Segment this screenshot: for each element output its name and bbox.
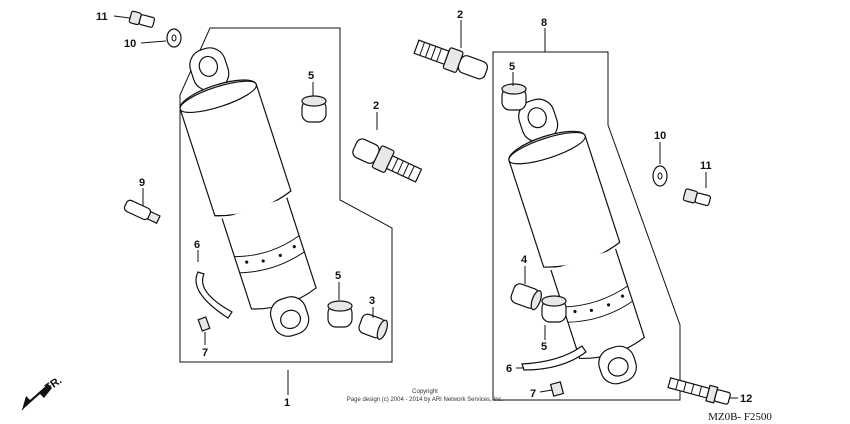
callout-2-right: 2 bbox=[457, 9, 463, 21]
pin-9 bbox=[123, 199, 161, 225]
bushing-5-right-lower bbox=[541, 295, 567, 323]
washer-10-right bbox=[652, 165, 668, 187]
callout-10-left: 10 bbox=[124, 38, 136, 50]
bushing-5-left-upper bbox=[301, 95, 327, 123]
callout-5-left-lower: 5 bbox=[335, 270, 341, 282]
left-shock-absorber bbox=[179, 47, 317, 337]
callout-10-right: 10 bbox=[654, 130, 666, 142]
bushing-5-left-lower bbox=[327, 300, 353, 328]
bolt-11-left bbox=[128, 10, 156, 28]
callout-6-right: 6 bbox=[506, 363, 512, 375]
stud-2-left bbox=[352, 138, 423, 183]
collar-4 bbox=[510, 283, 542, 311]
right-shock-absorber bbox=[508, 98, 646, 385]
bushing-5-right-upper bbox=[501, 83, 527, 111]
stud-2-right bbox=[413, 39, 489, 80]
leader-lines bbox=[113, 15, 738, 399]
callout-12: 12 bbox=[740, 393, 752, 405]
left-group-outline bbox=[179, 27, 393, 363]
callout-7-right: 7 bbox=[530, 388, 536, 400]
callout-1: 1 bbox=[284, 397, 290, 409]
callout-8: 8 bbox=[541, 17, 547, 29]
copyright-title: Copyright bbox=[412, 389, 438, 395]
callout-9: 9 bbox=[139, 177, 145, 189]
diagram-code: MZ0B- F2500 bbox=[708, 411, 772, 423]
callout-11-right: 11 bbox=[700, 160, 712, 172]
callout-4: 4 bbox=[521, 254, 528, 266]
callout-2-left: 2 bbox=[373, 100, 379, 112]
right-group-outline bbox=[492, 51, 681, 401]
callout-5-right-upper: 5 bbox=[509, 61, 515, 73]
label-7-left bbox=[197, 316, 211, 332]
clip-6-right bbox=[521, 345, 587, 371]
callout-5-left-upper: 5 bbox=[308, 70, 314, 82]
callout-11-left: 11 bbox=[96, 11, 108, 23]
callout-3: 3 bbox=[369, 295, 375, 307]
clip-6-left bbox=[195, 271, 233, 319]
collar-3 bbox=[358, 313, 389, 340]
label-7-right bbox=[549, 381, 565, 397]
copyright-notice: Page design (c) 2004 - 2014 by ARI Netwo… bbox=[347, 397, 504, 403]
washer-10-left bbox=[166, 28, 182, 48]
bolt-11-right bbox=[682, 188, 712, 207]
front-arrow-icon bbox=[21, 384, 52, 411]
callout-6-left: 6 bbox=[194, 239, 200, 251]
callout-7-left: 7 bbox=[202, 347, 208, 359]
callout-5-right-lower: 5 bbox=[541, 341, 547, 353]
bolt-12 bbox=[667, 377, 731, 405]
